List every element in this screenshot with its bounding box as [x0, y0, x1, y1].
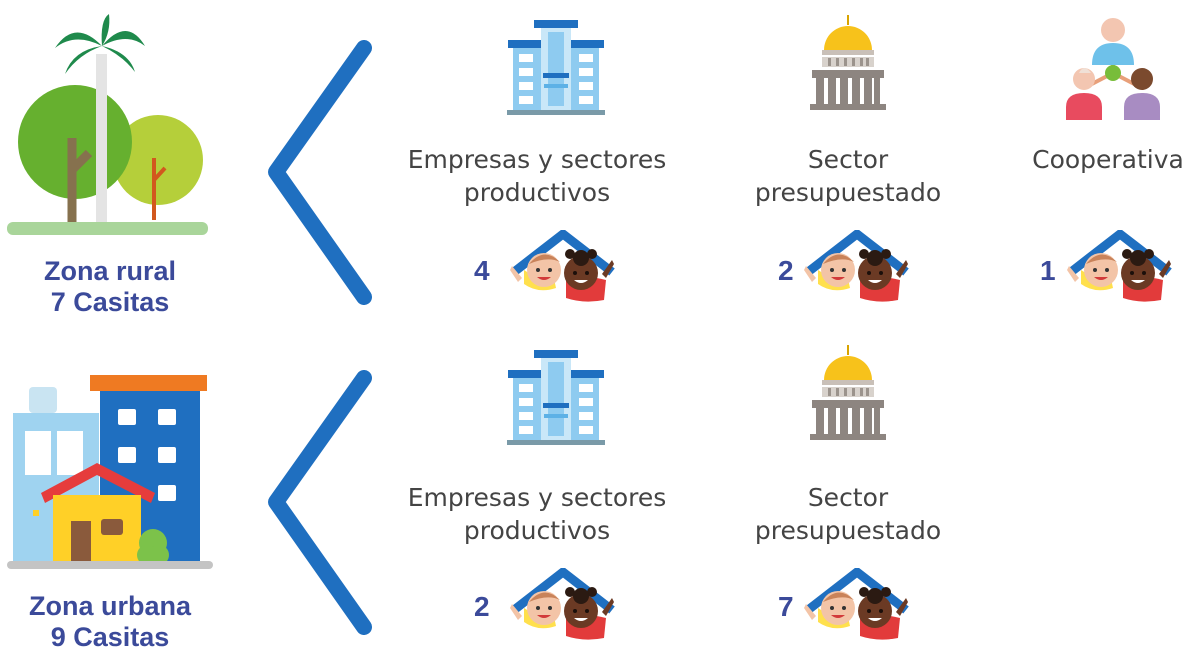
cooperative-network-icon [1058, 15, 1168, 120]
casita-count: 1 [1040, 255, 1056, 286]
zone-urbana-title: Zona urbana 9 Casitas [0, 591, 220, 653]
zone-total: 7 Casitas [50, 287, 170, 317]
office-building-icon [501, 20, 611, 115]
casita-count: 2 [474, 591, 490, 622]
casita-children-icon [508, 230, 618, 305]
trees-icon [7, 14, 208, 235]
bracket-rural [268, 40, 372, 305]
zone-rural-title: Zona rural 7 Casitas [0, 256, 220, 318]
government-capitol-icon [808, 15, 888, 110]
category-label: Cooperativa [1032, 145, 1184, 174]
casita-children-icon [1065, 230, 1175, 305]
government-capitol-icon [808, 345, 888, 440]
zone-total: 9 Casitas [50, 622, 170, 652]
category-label: Empresas y sectores productivos [407, 145, 667, 207]
casita-count: 7 [778, 591, 794, 622]
casita-children-icon [802, 230, 912, 305]
casita-count: 2 [778, 255, 794, 286]
casita-children-icon [802, 568, 912, 643]
office-building-icon [501, 350, 611, 445]
category-label: Sector presupuestado [754, 145, 942, 207]
zone-name: Zona rural [43, 256, 177, 286]
category-label: Empresas y sectores productivos [407, 483, 667, 545]
casita-children-icon [508, 568, 618, 643]
zone-name: Zona urbana [28, 591, 191, 621]
casita-count: 4 [474, 255, 490, 286]
bracket-urbana [268, 370, 372, 635]
category-label: Sector presupuestado [754, 483, 942, 545]
city-buildings-icon [7, 375, 213, 569]
